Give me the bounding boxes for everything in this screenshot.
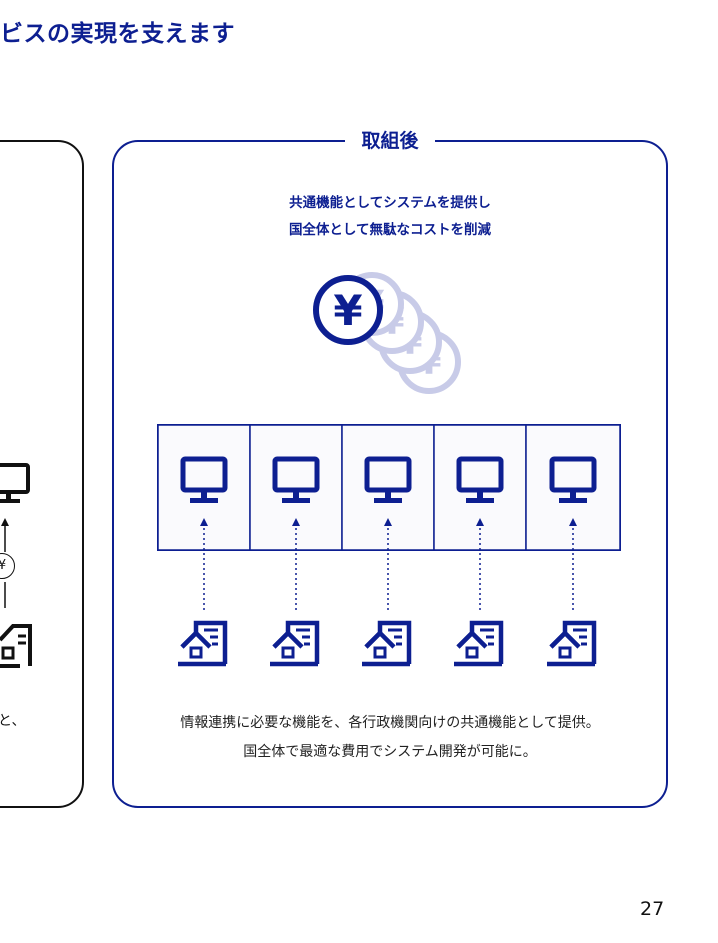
office-building-icon	[547, 623, 595, 664]
subheading-line: 国全体として無駄なコストを削減	[288, 222, 492, 238]
system-column	[249, 424, 343, 664]
page-title: ビスの実現を支えます	[0, 21, 235, 47]
subheading-line: 共通機能としてシステムを提供し	[289, 195, 491, 211]
system-column	[341, 424, 435, 664]
before-panel	[0, 140, 84, 808]
coin-yen-symbol: ¥	[333, 286, 362, 335]
after-panel: 取組後 共通機能としてシステムを提供し 国全体として無駄なコストを削減 ¥	[112, 130, 668, 808]
system-column	[525, 424, 621, 664]
office-building-icon	[362, 623, 410, 664]
description-line: 国全体で最適な費用でシステム開発が可能に。	[243, 744, 537, 760]
money-flow-arrow	[1, 518, 9, 608]
description-line: 情報連携に必要な機能を、各行政機関向けの共通機能として提供。	[180, 715, 600, 731]
system-column	[433, 424, 527, 664]
coin-stack: ¥	[313, 275, 458, 391]
yen-coin-icon	[313, 275, 383, 345]
office-building-icon	[178, 623, 226, 664]
caption-fragment: と、	[0, 713, 26, 729]
system-column	[157, 424, 251, 664]
monitor-icon	[0, 463, 30, 503]
diagram: ¥	[157, 142, 621, 702]
yen-symbol: ¥	[0, 558, 7, 573]
description: 情報連携に必要な機能を、各行政機関向けの共通機能として提供。 国全体で最適な費用…	[114, 709, 666, 767]
office-building-icon	[0, 624, 32, 668]
page-number: 27	[640, 898, 665, 920]
panel-heading: 取組後	[345, 130, 435, 152]
office-building-icon	[454, 623, 502, 664]
subheading: 共通機能としてシステムを提供し 国全体として無駄なコストを削減	[114, 190, 666, 244]
office-building-icon	[270, 623, 318, 664]
